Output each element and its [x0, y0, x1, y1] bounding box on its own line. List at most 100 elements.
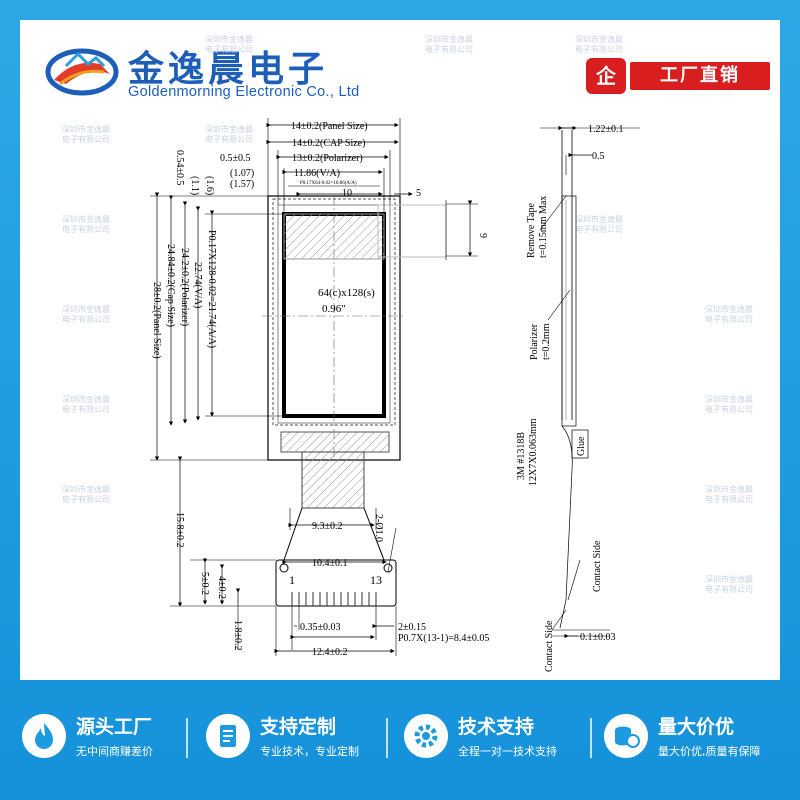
display-resolution: 64(c)x128(s) — [318, 287, 375, 299]
fpc-pins — [291, 592, 377, 606]
dim-pixel-pitch: P0.17X128-0.02=21.74(A/A) — [206, 230, 217, 348]
remove-tape-label: Remove Tape — [526, 203, 537, 258]
dim-fpc-104: 10.4±0.1 — [312, 558, 348, 569]
fpc-upper — [301, 451, 365, 509]
gear-icon — [404, 714, 448, 758]
dim-five: 5 — [416, 188, 421, 199]
company-logo-icon — [45, 48, 119, 96]
watermark-line: 电子有限公司 — [575, 44, 623, 54]
watermark-line: 电子有限公司 — [62, 404, 110, 414]
watermark-line: 电子有限公司 — [62, 134, 110, 144]
side-polarizer-thickness: t=0.2mm — [541, 323, 552, 360]
watermark-line: 深圳市金逸晨 — [575, 214, 623, 224]
glue-label: Glue — [576, 436, 587, 456]
remove-tape-tab — [377, 204, 447, 258]
feature-subtitle: 无中间商赚差价 — [76, 745, 153, 758]
ic-bond-area — [280, 431, 390, 453]
dim-va-right1: (1.6) — [204, 176, 215, 195]
watermark-line: 电子有限公司 — [425, 44, 473, 54]
badge-label: 工厂直销 — [630, 62, 770, 90]
watermark-line: 深圳市金逸晨 — [705, 394, 753, 404]
mount-hole — [279, 563, 289, 573]
enterprise-icon: 企 — [586, 58, 626, 94]
watermark-line: 深圳市金逸晨 — [62, 304, 110, 314]
watermark-line: 电子有限公司 — [705, 494, 753, 504]
watermark-line: 电子有限公司 — [705, 404, 753, 414]
factory-flame-icon — [22, 714, 66, 758]
dim-va: 11.86(V/A) — [294, 168, 340, 179]
glue-label-box — [571, 429, 589, 459]
watermark-group: 深圳市金逸晨 电子有限公司 深圳市金逸晨 电子有限公司 深圳市金逸晨 电子有限公… — [62, 34, 753, 594]
watermark-line: 电子有限公司 — [205, 134, 253, 144]
dim-left-polarizer: 24.2±0.2(Polarizer) — [179, 248, 190, 326]
dim-left-va: 22.74(V/A) — [192, 262, 203, 308]
feature-title: 技术支持 — [458, 716, 535, 738]
dim-va-left2: (1.57) — [230, 179, 254, 190]
feature-bar: 源头工厂 无中间商赚差价 支持定制 专业技术，专业定制 技术支持 全程一对一技术 — [0, 690, 800, 790]
pin-13-label: 13 — [370, 573, 382, 587]
remove-tape-thickness: t=0.15mm Max — [538, 196, 549, 258]
feature-subtitle: 量大价优,质量有保障 — [658, 745, 761, 758]
dim-fpc-total: 12.4±0.2 — [312, 647, 348, 658]
watermark-line: 电子有限公司 — [705, 584, 753, 594]
dim-pin-gap: 2±0.15 — [398, 622, 426, 633]
dim-b: 4±0.2 — [216, 576, 227, 599]
dim-c: 1.8±0.2 — [232, 620, 243, 651]
dim-va-left1: (1.07) — [230, 168, 254, 179]
feature-divider — [386, 718, 388, 758]
watermark-line: 深圳市金逸晨 — [425, 34, 473, 44]
pin-1-label: 1 — [289, 573, 295, 587]
dim-side-thickness: 1.22±0.1 — [588, 124, 624, 135]
watermark-line: 电子有限公司 — [62, 314, 110, 324]
watermark-line: 电子有限公司 — [575, 224, 623, 234]
contact-side-label-b: Contact Side — [544, 620, 555, 672]
dim-left-panel: 28±0.2(Panel Size) — [151, 282, 162, 359]
dim-tail: 15.8±0.2 — [174, 512, 185, 548]
dim-fpc-93: 9.3±0.2 — [312, 521, 343, 532]
feature-subtitle: 全程一对一技术支持 — [458, 745, 557, 758]
factory-direct-badge: 企 工厂直销 — [586, 58, 772, 94]
watermark-line: 电子有限公司 — [62, 224, 110, 234]
dim-cap-size: 14±0.2(CAP Size) — [292, 138, 365, 149]
dim-ten: 10 — [342, 188, 352, 199]
watermark-line: 深圳市金逸晨 — [62, 124, 110, 134]
feature-title: 支持定制 — [260, 716, 337, 738]
watermark-line: 电子有限公司 — [62, 494, 110, 504]
dim-a: 5±0.2 — [199, 572, 210, 595]
brand-name-en: Goldenmorning Electronic Co., Ltd — [128, 84, 360, 100]
dim-side-offset: 0.5 — [592, 151, 605, 162]
dim-va-right2: (1.1) — [189, 176, 200, 195]
document-icon — [206, 714, 250, 758]
tape-model-label: 3M #1318B — [516, 432, 527, 480]
feature-subtitle: 专业技术，专业定制 — [260, 745, 359, 758]
dim-hole: 2-Ø1.0 — [373, 514, 384, 542]
feature-title: 量大价优 — [658, 716, 735, 738]
watermark-line: 深圳市金逸晨 — [62, 394, 110, 404]
dim-nine: 9 — [477, 233, 488, 238]
dim-panel-size: 14±0.2(Panel Size) — [291, 121, 368, 132]
watermark-line: 深圳市金逸晨 — [205, 34, 253, 44]
watermark-line: 深圳市金逸晨 — [205, 124, 253, 134]
dim-aa-pitch: P0.17X64-0.02=10.86(A/A) — [300, 181, 357, 186]
dim-left-cap: 24.84±0.2(Cap Size) — [165, 244, 176, 327]
display-size: 0.96" — [322, 303, 346, 315]
watermark-line: 电子有限公司 — [205, 44, 253, 54]
feature-divider — [590, 718, 592, 758]
watermark-line: 深圳市金逸晨 — [705, 484, 753, 494]
technical-drawing: 深圳市金逸晨 电子有限公司 深圳市金逸晨 电子有限公司 深圳市金逸晨 电子有限公… — [62, 34, 753, 672]
dim-polarizer: 13±0.2(Polarizer) — [292, 153, 363, 164]
watermark-line: 电子有限公司 — [705, 314, 753, 324]
watermark-line: 深圳市金逸晨 — [62, 484, 110, 494]
dim-pitch: P0.7X(13-1)=8.4±0.05 — [398, 633, 489, 644]
dim-left-offset: 0.54±0.5 — [174, 150, 185, 186]
side-polarizer-label: Polarizer — [529, 323, 540, 360]
dim-polarizer-offset: 0.5±0.5 — [220, 153, 251, 164]
brand-name-cn: 金逸晨电子 — [128, 49, 329, 90]
watermark-line: 深圳市金逸晨 — [705, 304, 753, 314]
dim-fpc-thickness: 0.1±0.03 — [580, 632, 616, 643]
contact-side-label-a: Contact Side — [592, 540, 603, 592]
feature-title: 源头工厂 — [76, 716, 153, 738]
watermark-line: 深圳市金逸晨 — [575, 34, 623, 44]
feature-divider — [186, 718, 188, 758]
